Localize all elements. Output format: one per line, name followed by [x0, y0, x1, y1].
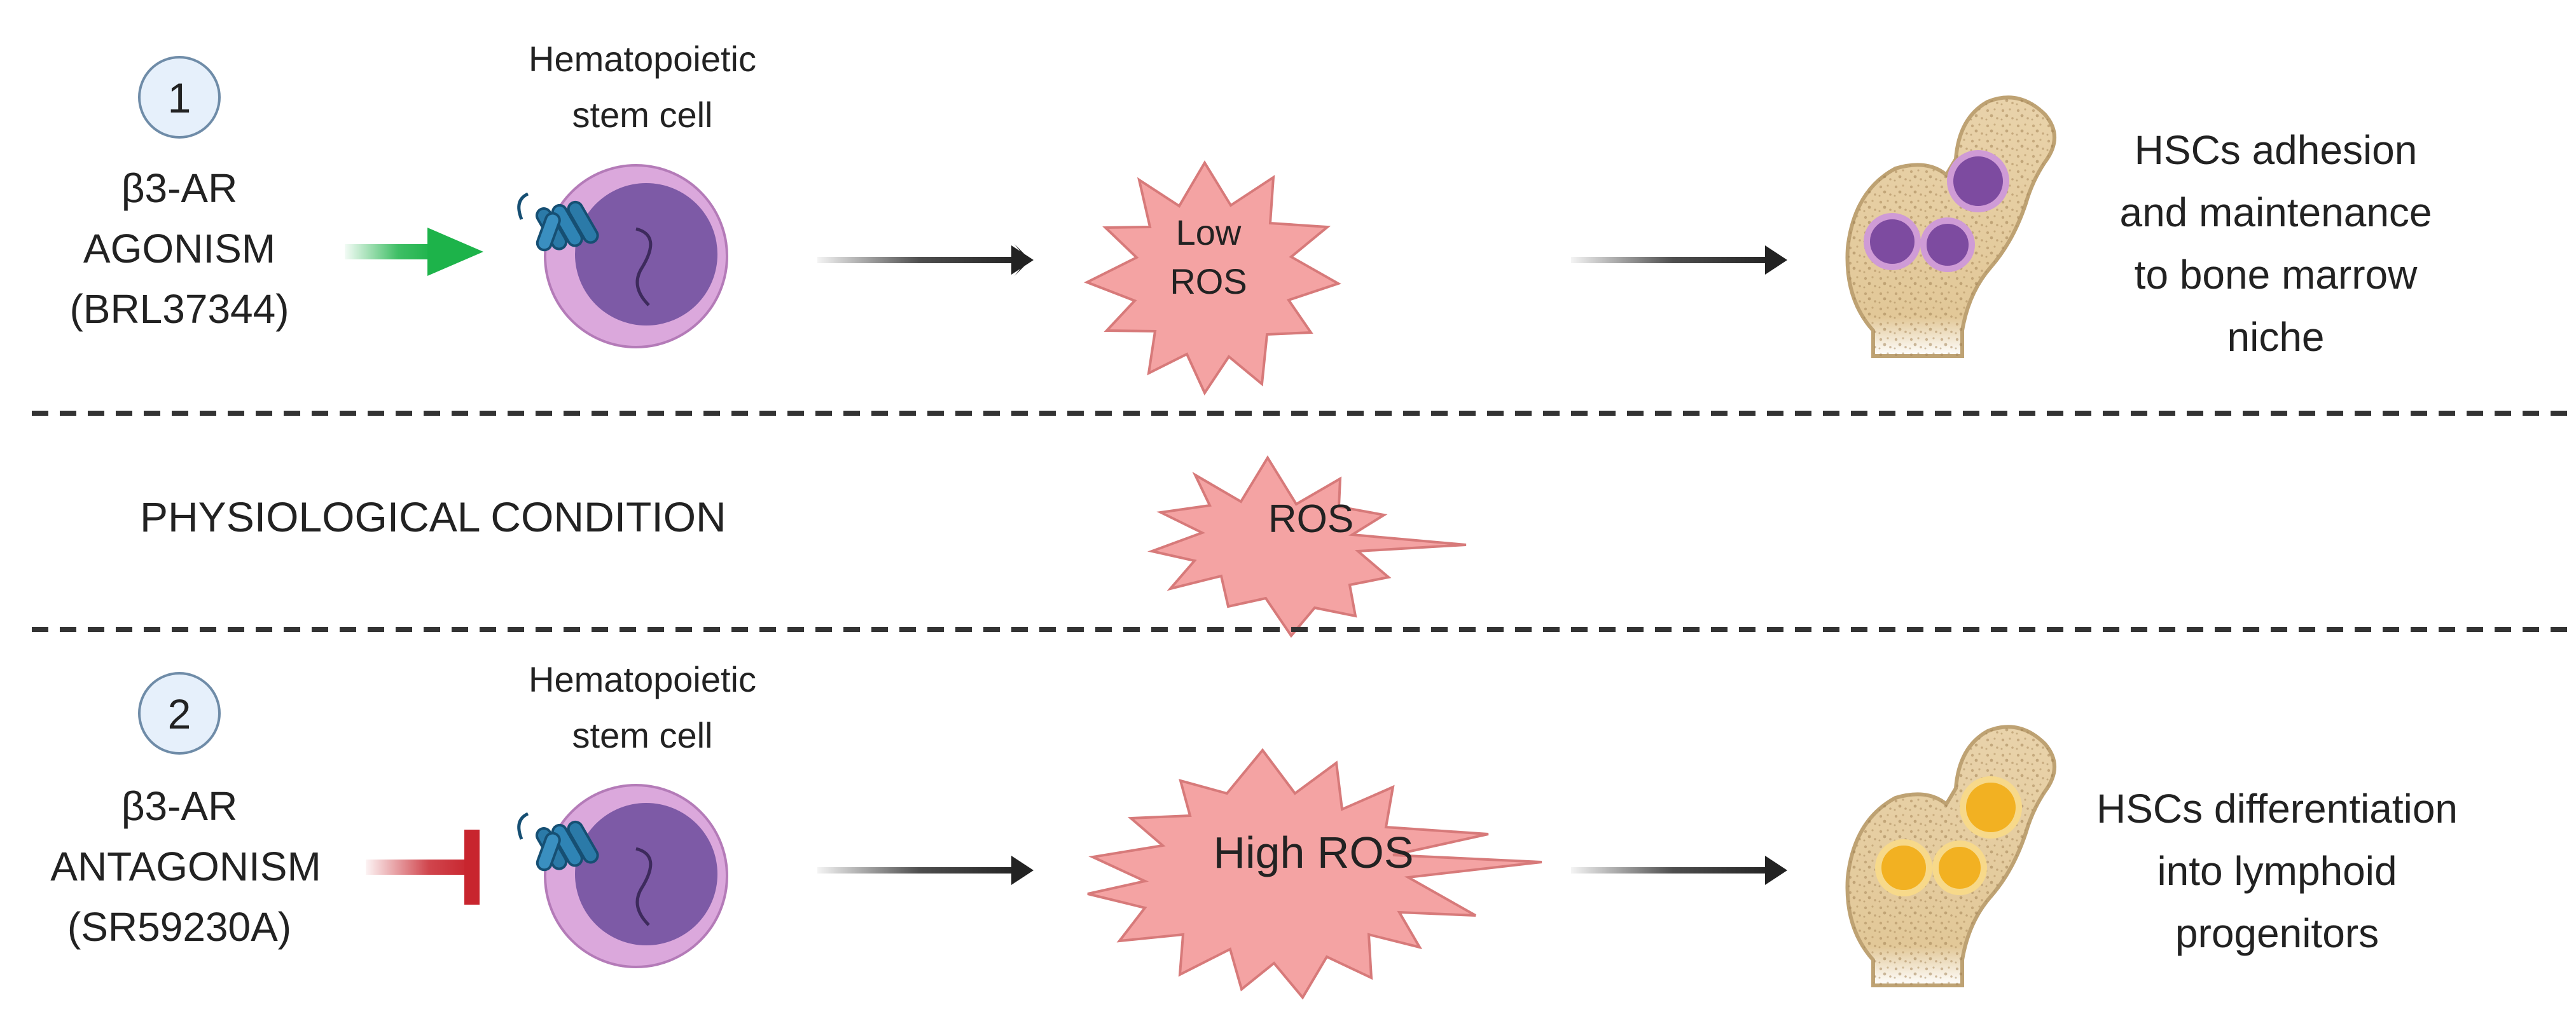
agonist-arrow [345, 228, 483, 276]
step-badge-2 [138, 672, 221, 755]
panel-physiological: PHYSIOLOGICAL CONDITION ROS [140, 455, 1467, 638]
cell-label-2-line1: Hematopoietic [529, 659, 756, 699]
hsc-in-niche-1 [1947, 150, 2009, 212]
antagonist-name: β3-AR [121, 783, 238, 829]
outcome-1-line2: and maintenance [2119, 189, 2432, 235]
flow-arrow-2 [1571, 245, 1787, 275]
lymphoid-progenitor-3 [1932, 840, 1987, 895]
cell-label-line1: Hematopoietic [529, 39, 756, 79]
flow-arrow-1 [817, 244, 1034, 276]
low-ros-label-line2: ROS [1170, 261, 1247, 301]
flow-arrow-4 [1571, 856, 1787, 885]
agonist-mechanism: AGONISM [83, 226, 275, 271]
outcome-2-line3: progenitors [2175, 910, 2379, 956]
ros-label: ROS [1268, 497, 1354, 541]
physiological-condition-label: PHYSIOLOGICAL CONDITION [140, 493, 726, 540]
cell-label-line2: stem cell [572, 95, 713, 135]
panel-agonism: 1 β3-AR AGONISM (BRL37344) Hematopoietic… [69, 39, 2432, 396]
lymphoid-progenitor-2 [1875, 839, 1932, 896]
high-ros-label: High ROS [1213, 828, 1413, 877]
step-number-1: 1 [168, 74, 191, 121]
outcome-1-line1: HSCs adhesion [2135, 127, 2418, 173]
ros-burst [1147, 455, 1467, 638]
antagonist-inhibition-bar [366, 830, 480, 905]
agonist-compound: (BRL37344) [69, 286, 289, 332]
step-badge-1 [138, 56, 221, 139]
flow-arrow-3 [817, 856, 1034, 885]
bone-lymphoid-icon [1845, 725, 2056, 987]
outcome-1-line4: niche [2227, 314, 2325, 360]
panel-antagonism: 2 β3-AR ANTAGONISM (SR59230A) Hematopoie… [50, 659, 2458, 1000]
hematopoietic-stem-cell-2 [519, 784, 728, 968]
agonist-name: β3-AR [121, 165, 238, 211]
hsc-in-niche-3 [1920, 217, 1975, 272]
low-ros-label-line1: Low [1176, 212, 1242, 252]
low-ros-burst [1084, 160, 1341, 396]
high-ros-burst [1087, 748, 1542, 1000]
outcome-2-line2: into lymphoid [2157, 848, 2397, 894]
outcome-1-line3: to bone marrow [2135, 252, 2418, 298]
hematopoietic-stem-cell [519, 164, 728, 348]
antagonist-compound: (SR59230A) [67, 904, 291, 950]
hsc-in-niche-2 [1864, 213, 1921, 270]
step-number-2: 2 [168, 690, 191, 737]
cell-label-2-line2: stem cell [572, 715, 713, 755]
bone-marrow-niche-icon [1845, 95, 2056, 358]
antagonist-mechanism: ANTAGONISM [50, 844, 321, 889]
lymphoid-progenitor-1 [1960, 776, 2022, 839]
outcome-2-line1: HSCs differentiation [2096, 786, 2458, 832]
